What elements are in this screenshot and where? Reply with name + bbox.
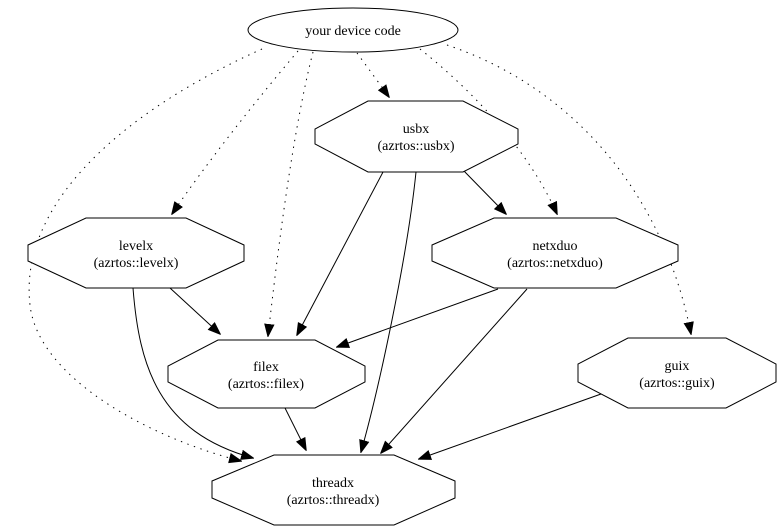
edge-usbx-to-threadx [361, 171, 417, 452]
edge-levelx-to-threadx [132, 287, 253, 458]
levelx-name: levelx [119, 239, 153, 254]
threadx-name: threadx [312, 476, 354, 491]
edge-usbx-to-filex [297, 171, 384, 335]
node-device-code: your device code [247, 7, 459, 53]
node-guix: guix (azrtos::guix) [577, 337, 777, 409]
device-code-ellipse [247, 7, 459, 53]
node-netxduo: netxduo (azrtos::netxduo) [431, 217, 679, 289]
edge-device-code-to-threadx [28, 48, 263, 461]
levelx-package: (azrtos::levelx) [94, 256, 179, 271]
edge-netxduo-to-threadx [381, 288, 528, 453]
usbx-octagon [314, 100, 519, 173]
edge-device-code-to-usbx [356, 52, 389, 97]
threadx-package: (azrtos::threadx) [287, 493, 380, 508]
netxduo-name: netxduo [532, 239, 577, 254]
usbx-name: usbx [403, 122, 429, 137]
guix-octagon [577, 337, 777, 409]
filex-package: (azrtos::filex) [228, 377, 305, 392]
edge-device-code-to-levelx [172, 50, 299, 214]
filex-octagon [167, 339, 366, 409]
node-usbx: usbx (azrtos::usbx) [314, 100, 519, 173]
netxduo-package: (azrtos::netxduo) [507, 256, 603, 271]
edge-device-code-to-guix [446, 44, 691, 334]
usbx-package: (azrtos::usbx) [378, 139, 455, 154]
edge-device-code-to-filex [268, 51, 314, 336]
edge-filex-to-threadx [284, 407, 306, 450]
netxduo-octagon [431, 217, 679, 289]
levelx-octagon [27, 217, 245, 289]
guix-package: (azrtos::guix) [639, 376, 715, 391]
node-threadx: threadx (azrtos::threadx) [211, 454, 456, 526]
edge-levelx-to-filex [169, 287, 220, 334]
edge-guix-to-threadx [419, 393, 602, 459]
filex-name: filex [253, 360, 279, 375]
guix-name: guix [665, 359, 690, 374]
node-levelx: levelx (azrtos::levelx) [27, 217, 245, 289]
threadx-octagon [211, 454, 456, 526]
device-code-label: your device code [305, 24, 401, 39]
node-filex: filex (azrtos::filex) [167, 339, 366, 409]
edge-usbx-to-netxduo [462, 169, 506, 214]
edge-netxduo-to-filex [337, 288, 499, 347]
